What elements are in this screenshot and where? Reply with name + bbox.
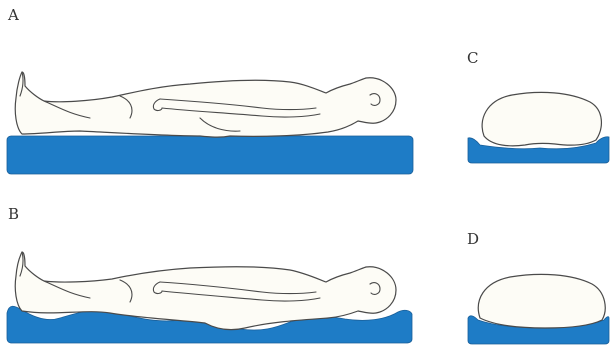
panel-b xyxy=(7,252,412,343)
torso-cross-section-sunk xyxy=(478,274,605,328)
torso-cross-section xyxy=(482,92,601,145)
panel-a xyxy=(7,72,413,174)
panel-c xyxy=(468,92,609,163)
reclining-body-a xyxy=(15,72,396,137)
firm-mattress xyxy=(7,136,413,174)
panel-d xyxy=(468,274,609,344)
